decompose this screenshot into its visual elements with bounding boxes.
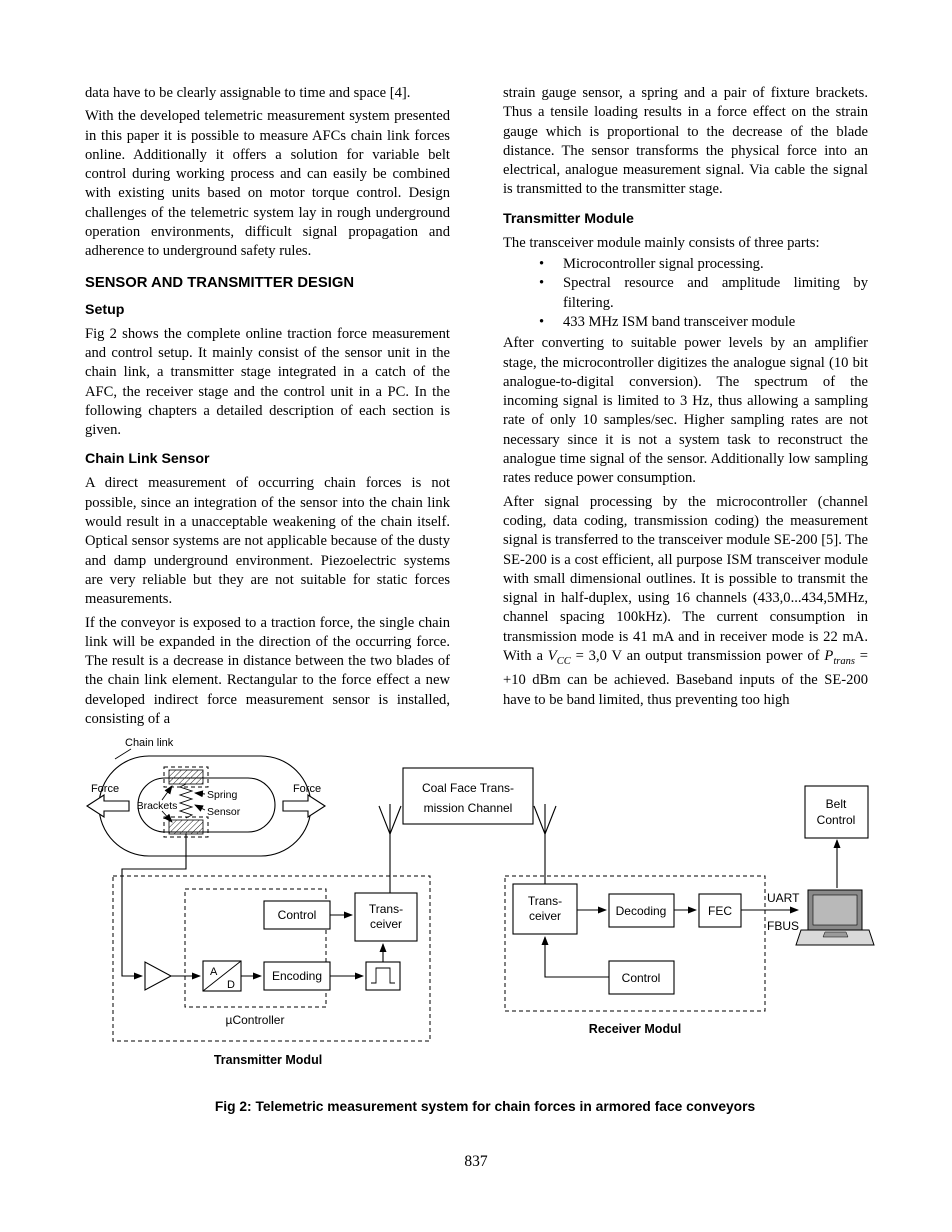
paragraph: The transceiver module mainly consists o… [503, 234, 820, 251]
sensor-label: Sensor [207, 806, 241, 818]
bullet-icon: • [539, 275, 545, 292]
ad-converter-d: D [227, 979, 235, 991]
chain-link-illustration: Chain link Force Force Brackets Spring [85, 737, 327, 857]
text-run: = 3,0 V an output transmission power of [570, 648, 825, 665]
spring-label: Spring [207, 789, 238, 801]
tx-control-label: Control [278, 908, 317, 922]
decoding-box [608, 893, 675, 928]
force-right-arrow-icon [282, 793, 327, 819]
force-right-label: Force [293, 783, 321, 795]
list-item-text: Spectral resource and amplitude limiting… [563, 275, 868, 311]
brackets-label: Brackets [137, 800, 178, 812]
fec-label: FEC [708, 904, 732, 918]
paragraph: Fig 2 shows the complete online traction… [85, 325, 450, 439]
belt-control-label-1: Belt [826, 797, 847, 811]
belt-control-box [804, 785, 869, 839]
bullet-icon: • [539, 256, 545, 273]
rx-control-label: Control [622, 971, 661, 985]
tx-transceiver-label-2: ceiver [370, 917, 402, 931]
ad-converter-a: A [210, 966, 218, 978]
tx-control-box [263, 900, 331, 930]
microcontroller-boundary [184, 888, 327, 1008]
list-item-text: 433 MHz ISM band transceiver module [563, 313, 796, 330]
paragraph: With the developed telemetric measuremen… [85, 108, 450, 260]
list-item-text: Microcontroller signal processing. [563, 256, 764, 273]
page-number: 837 [464, 1153, 488, 1170]
transmitter-module-label: Transmitter Modul [214, 1053, 322, 1067]
right-column: strain gauge sensor, a spring and a pair… [503, 84, 868, 729]
receiver-module-boundary [504, 875, 766, 1012]
pulse-shaper-box [365, 961, 401, 991]
figure-2: Chain link Force Force Brackets Spring [85, 736, 885, 1114]
pulse-waveform-icon [371, 967, 395, 984]
left-column: data have to be clearly assignable to ti… [85, 84, 450, 729]
transmitter-module-boundary [112, 875, 431, 1042]
variable-ptrans: P [824, 648, 834, 665]
paragraph: data have to be clearly assignable to ti… [85, 85, 411, 101]
subscript-trans: trans [833, 655, 855, 667]
bottom-bracket [168, 819, 204, 835]
chain-link-label: Chain link [125, 737, 174, 749]
uart-label: UART [767, 891, 800, 905]
paragraph: After converting to suitable power level… [503, 335, 868, 487]
microcontroller-label: µController [226, 1013, 285, 1027]
paragraph: If the conveyor is exposed to a traction… [85, 614, 450, 728]
encoding-label: Encoding [272, 969, 322, 983]
rx-transceiver-label-2: ceiver [529, 909, 561, 923]
tx-transceiver-label-1: Trans- [369, 902, 403, 916]
top-bracket [168, 769, 204, 785]
text-run: = +10 dBm can be achieved. Baseband inpu… [503, 648, 868, 708]
rx-control-box [608, 960, 675, 995]
decoding-label: Decoding [616, 904, 667, 918]
list-item: • Spectral resource and amplitude limitin… [503, 274, 868, 313]
fec-box [698, 893, 742, 928]
list-item: • 433 MHz ISM band transceiver module [503, 313, 868, 332]
rx-transceiver-label-1: Trans- [528, 894, 562, 908]
section-heading-sensor-transmitter-design: SENSOR AND TRANSMITTER DESIGN [85, 274, 355, 291]
receiver-module: Trans- ceiver Decoding FEC Control [504, 875, 766, 1012]
bullet-list: • Microcontroller signal processing. • Spe… [503, 255, 868, 332]
text-columns: data have to be clearly assignable to ti… [85, 84, 868, 729]
figure-caption: Fig 2: Telemetric measurement system for… [214, 1099, 756, 1114]
laptop-icon [795, 889, 875, 946]
encoding-box [263, 961, 331, 991]
coal-face-label-1: Coal Face Trans- [422, 781, 514, 795]
variable-vcc: V [547, 648, 557, 665]
paragraph: strain gauge sensor, a spring and a pair… [503, 85, 868, 198]
subsection-heading-transmitter-module: Transmitter Module [503, 210, 634, 227]
paragraph: A direct measurement of occurring chain … [85, 475, 450, 608]
belt-control-label-2: Control [817, 813, 856, 827]
force-left-arrow-icon [85, 793, 130, 819]
sensor-cable-line [121, 834, 187, 980]
list-item: • Microcontroller signal processing. [503, 255, 868, 274]
coal-face-channel-box [402, 767, 534, 825]
subsection-heading-chain-link-sensor: Chain Link Sensor [85, 451, 210, 468]
receive-antenna-icon [533, 804, 557, 884]
force-left-label: Force [91, 783, 119, 795]
paragraph: After signal processing by the microcont… [503, 493, 868, 710]
rx-transceiver-box [512, 883, 578, 935]
receiver-module-label: Receiver Modul [589, 1022, 681, 1036]
bullet-icon: • [539, 313, 545, 330]
text-run: After signal processing by the microcont… [503, 493, 868, 665]
transmit-antenna-icon [378, 804, 402, 893]
top-blade-dashed [163, 766, 209, 788]
amplifier-icon [144, 961, 173, 991]
subscript-cc: CC [556, 655, 571, 667]
figure-diagram: Chain link Force Force Brackets Spring [85, 737, 875, 1067]
transmitter-module: µController A D Encoding Control Tran [112, 875, 431, 1042]
fbus-label: FBUS [767, 919, 799, 933]
subsection-heading-setup: Setup [85, 301, 125, 318]
tx-transceiver-box [354, 892, 418, 942]
spring-zigzag [178, 783, 194, 819]
coal-face-label-2: mission Channel [424, 801, 513, 815]
